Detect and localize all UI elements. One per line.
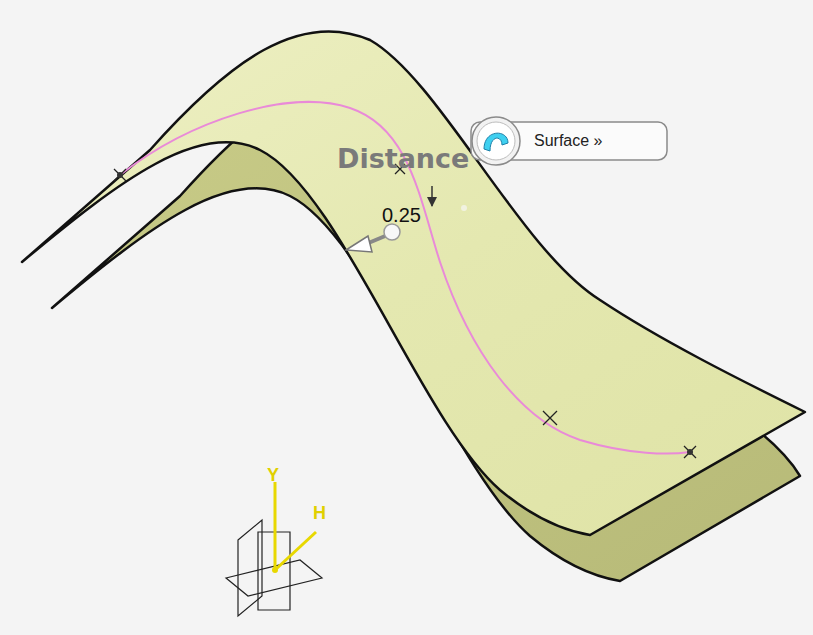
- parameter-name: Distance: [337, 144, 469, 174]
- axis-label: H: [313, 504, 326, 524]
- end-point: [117, 172, 123, 178]
- surface-curve: [120, 102, 690, 454]
- reference-sheet: [22, 31, 805, 535]
- curve-points: [114, 164, 696, 458]
- axis-label: Y: [267, 466, 279, 486]
- button-caption: Surface »: [534, 132, 602, 150]
- context-toolbar-button: Surface »: [470, 121, 668, 161]
- dimension-value: 0.25: [382, 204, 421, 226]
- axis-compass: [226, 482, 322, 616]
- direction-manipulator: [346, 205, 467, 252]
- end-point: [687, 449, 693, 455]
